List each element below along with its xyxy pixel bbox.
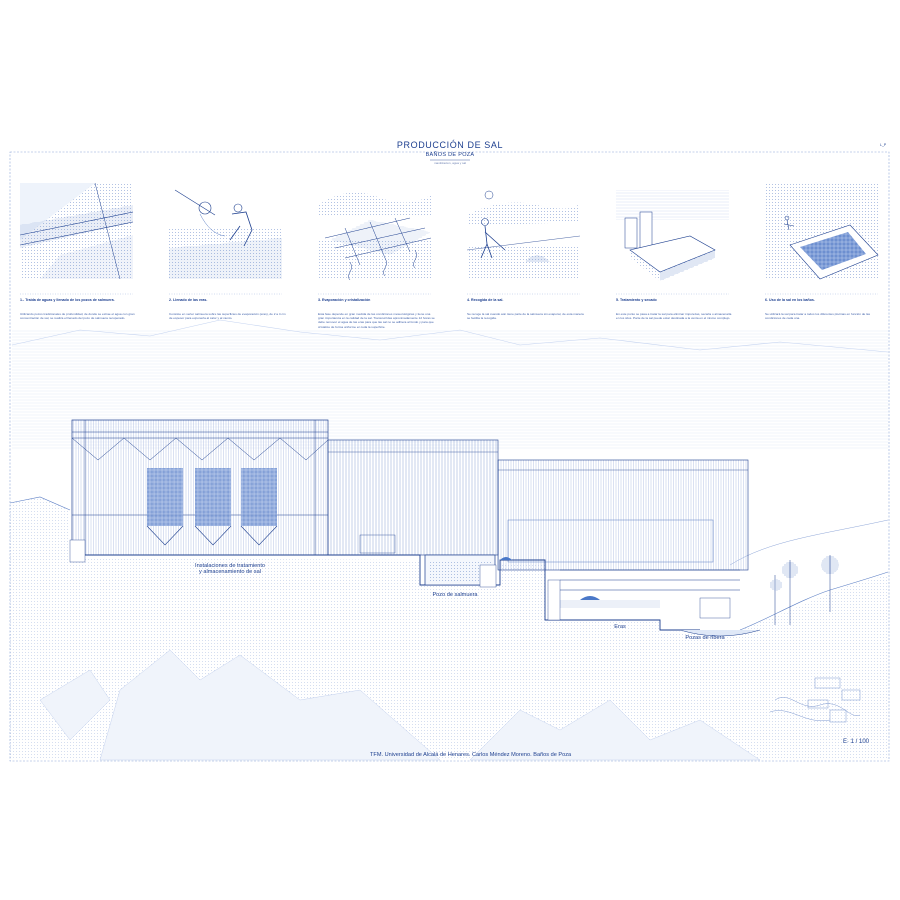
riverside-pool bbox=[679, 629, 761, 637]
pools-label: Pozas de ribera bbox=[685, 635, 725, 641]
salt-raking-icon bbox=[466, 183, 581, 279]
step-6-heading: 6. Uso de la sal en los baños. bbox=[765, 298, 815, 302]
footer-credit: TFM. Universidad de Alcalá de Henares. C… bbox=[370, 752, 572, 758]
silos-storage-icon bbox=[616, 183, 729, 281]
salt-pile bbox=[580, 596, 600, 600]
middle-building bbox=[327, 439, 499, 556]
installations-label-line2: y almacenamiento de sal bbox=[199, 569, 261, 575]
corner-tag: L_P bbox=[880, 143, 887, 147]
installations-label: Instalaciones de tratamiento y almacenam… bbox=[150, 563, 310, 575]
sheet-subtitle: BAÑOS DE POZA bbox=[425, 152, 475, 158]
step-3-heading: 3. Evaporación y cristalización bbox=[318, 298, 371, 302]
step-5-body: En este punto se pasa a tratar la sal pa… bbox=[616, 312, 732, 321]
step-2-body: Consiste en verter salmuera sobre las su… bbox=[169, 312, 286, 321]
trees bbox=[770, 555, 839, 625]
worker-pouring-icon bbox=[169, 183, 282, 279]
sheet-frame bbox=[9, 151, 890, 762]
step-4-heading: 4. Recogida de la sal. bbox=[467, 298, 504, 302]
brine-well bbox=[424, 554, 512, 586]
process-vignettes bbox=[19, 182, 879, 281]
sheet-subsubtitle: maxitizacion, agua y sal bbox=[434, 161, 466, 165]
evaporation-grid-icon bbox=[318, 183, 432, 281]
scale-label: E· 1 / 100 bbox=[843, 739, 870, 745]
site-plan bbox=[769, 677, 861, 723]
treatment-building bbox=[71, 419, 329, 556]
sheet-title: PRODUCCIÓN DE SAL bbox=[396, 140, 504, 150]
eras-label: Eras bbox=[614, 624, 626, 630]
step-1-body: Utilizando pozos tradicionales de profun… bbox=[20, 312, 135, 321]
installations-label-line1: Instalaciones de tratamiento bbox=[195, 563, 265, 569]
bath-pool-icon bbox=[765, 183, 879, 280]
salt-well-icon bbox=[19, 182, 134, 280]
step-5-heading: 5. Tratamiento y secado bbox=[616, 298, 657, 302]
step-2-heading: 2. Llenado de las eras. bbox=[169, 298, 208, 302]
step-4-body: Se recoge la sal cuando aún tiene parte … bbox=[467, 312, 584, 321]
step-3-body: Esta fase depende en gran medida de las … bbox=[318, 312, 435, 329]
brine-well-label: Pozo de salmuera bbox=[432, 592, 478, 598]
step-6-body: Se utilizará la sal para tratar a todos … bbox=[765, 312, 871, 321]
step-1-heading: 1.- Traida de aguas y llenado de los poz… bbox=[20, 298, 115, 302]
eras-canopy bbox=[497, 459, 749, 591]
